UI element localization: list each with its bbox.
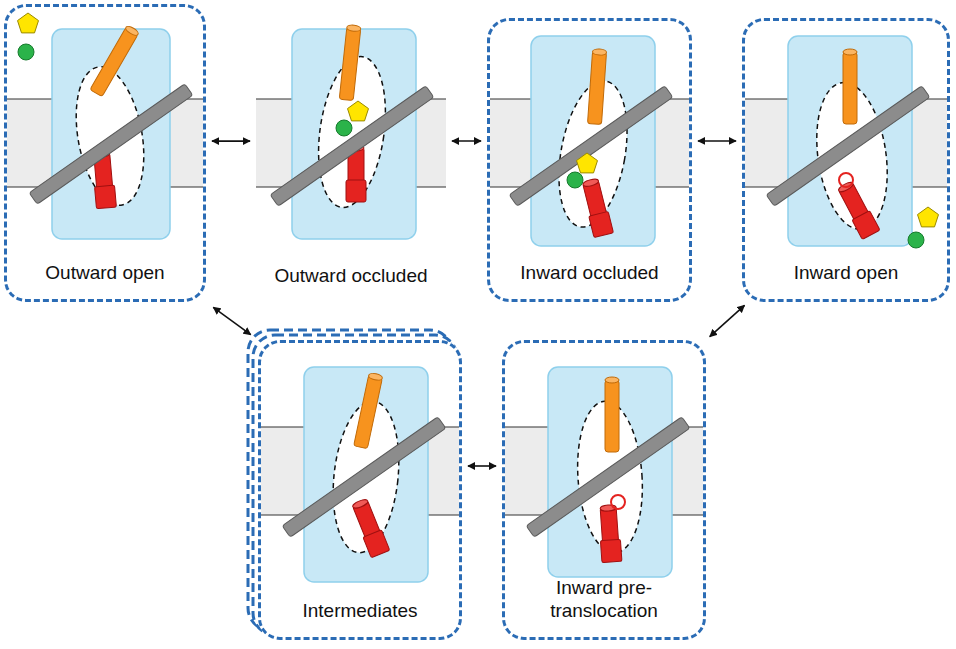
state-illustration xyxy=(256,24,446,239)
state-label: Inward pre-translocation xyxy=(515,577,693,623)
state-label: Outward occluded xyxy=(274,265,427,288)
state-label: Outward open xyxy=(45,262,164,285)
transition-arrow xyxy=(698,140,736,142)
state-illustration xyxy=(745,36,947,248)
state-illustration xyxy=(7,13,203,239)
state-label: Inward open xyxy=(794,262,899,285)
state-illustration xyxy=(261,367,459,582)
transition-arrow xyxy=(212,140,250,142)
state-panel: Inward pre-translocation xyxy=(502,340,706,640)
state-panel: Outward open xyxy=(4,4,206,302)
state-panel: Inward occluded xyxy=(487,18,692,302)
state-panel: Outward occluded xyxy=(256,4,446,302)
state-illustration xyxy=(505,367,703,577)
transition-arrow xyxy=(710,305,745,336)
transition-arrow xyxy=(213,307,250,334)
state-label: Inward occluded xyxy=(520,262,658,285)
state-illustration xyxy=(490,36,689,246)
transition-arrow xyxy=(452,140,481,142)
state-label: Intermediates xyxy=(302,600,417,623)
state-panel: Inward open xyxy=(742,18,950,302)
state-panel: Intermediates xyxy=(258,340,462,640)
stack-front-ground xyxy=(258,340,462,640)
transition-arrow xyxy=(468,465,496,467)
